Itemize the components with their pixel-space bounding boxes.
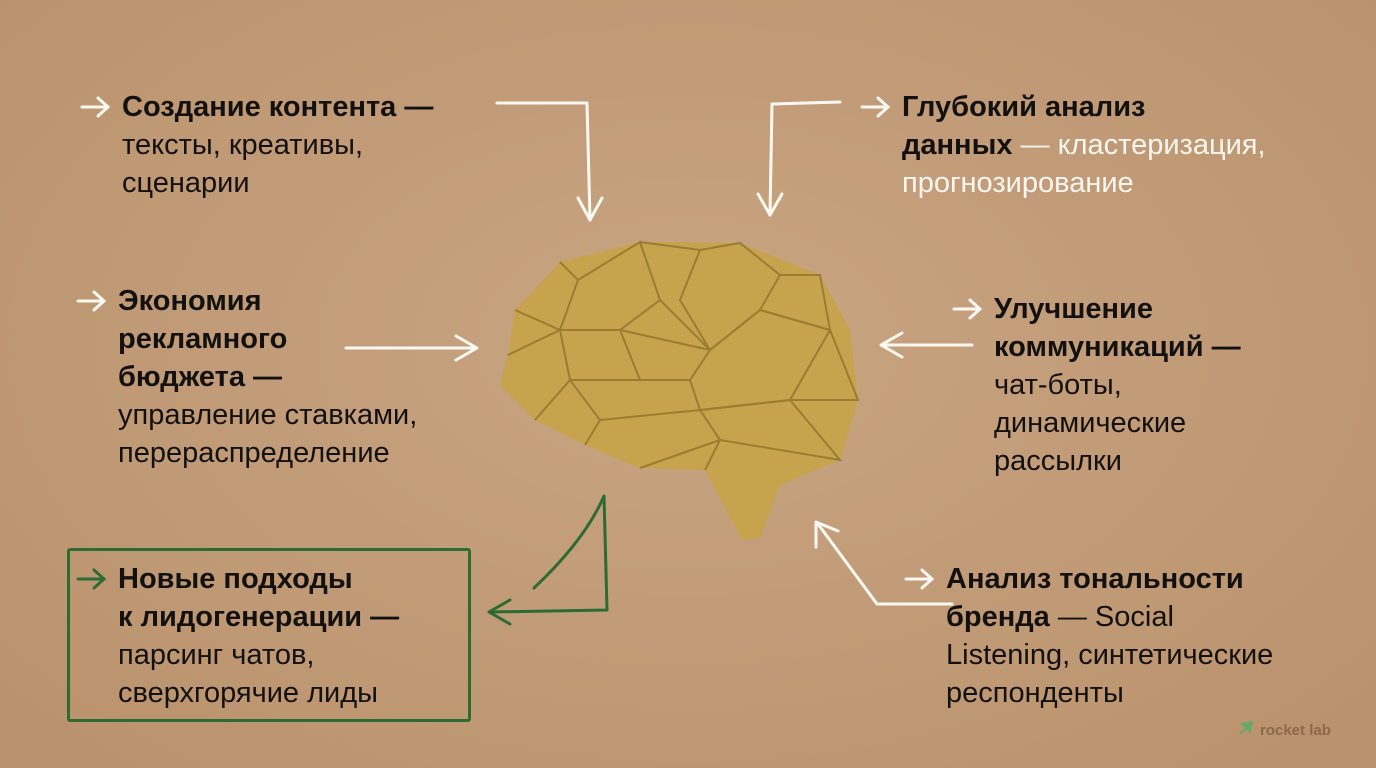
item-title: бюджета — <box>118 361 283 393</box>
arrow-right-icon <box>74 282 112 320</box>
arrow-right-icon <box>950 290 988 328</box>
item-title: данных <box>902 129 1013 161</box>
item-desc: чат-боты, <box>994 369 1122 401</box>
item-title: коммуникаций — <box>994 331 1241 363</box>
item-content-creation: Создание контента — тексты, креативы, сц… <box>80 88 434 202</box>
item-desc: Listening, синтетические <box>946 639 1274 671</box>
rocket-icon <box>1238 720 1254 740</box>
item-title: Глубокий анализ <box>902 91 1146 123</box>
highlight-box <box>67 548 471 722</box>
item-desc: управление ставками, <box>118 399 418 431</box>
item-title: Экономия <box>118 285 262 317</box>
item-desc: динамические <box>994 407 1187 439</box>
item-lead-generation: Новые подходы к лидогенерации — парсинг … <box>76 560 400 712</box>
item-desc: перераспределение <box>118 437 390 469</box>
item-data-analysis: Глубокий анализ данных — кластеризация, … <box>860 88 1266 202</box>
item-desc: прогнозирование <box>902 167 1134 199</box>
item-desc: парсинг чатов, <box>118 639 315 671</box>
item-title: рекламного <box>118 323 288 355</box>
brand-logo: rocket lab <box>1238 720 1331 740</box>
item-title: бренда <box>946 601 1050 633</box>
item-desc: сценарии <box>122 167 250 199</box>
item-title: Новые подходы <box>118 563 353 595</box>
item-desc: респонденты <box>946 677 1124 709</box>
item-title: к лидогенерации — <box>118 601 400 633</box>
item-desc: тексты, креативы, <box>122 129 364 161</box>
arrow-right-icon <box>902 560 940 598</box>
item-communications: Улучшение коммуникаций — чат-боты, динам… <box>952 290 1241 480</box>
item-ad-budget: Экономия рекламного бюджета — управление… <box>76 282 418 472</box>
brain-image <box>500 240 860 540</box>
logo-text: rocket lab <box>1260 721 1331 739</box>
arrow-right-icon <box>78 88 116 126</box>
item-desc: рассылки <box>994 445 1122 477</box>
item-desc: — кластеризация, <box>1012 129 1266 161</box>
item-desc: — Social <box>1049 601 1174 633</box>
item-title: Создание контента — <box>122 91 434 123</box>
item-title: Улучшение <box>994 293 1153 325</box>
arrow-right-icon <box>858 88 896 126</box>
arrow-right-icon <box>74 560 112 598</box>
item-title: Анализ тональности <box>946 563 1244 595</box>
item-desc: сверхгорячие лиды <box>118 677 378 709</box>
item-brand-sentiment: Анализ тональности бренда — Social Liste… <box>904 560 1274 712</box>
